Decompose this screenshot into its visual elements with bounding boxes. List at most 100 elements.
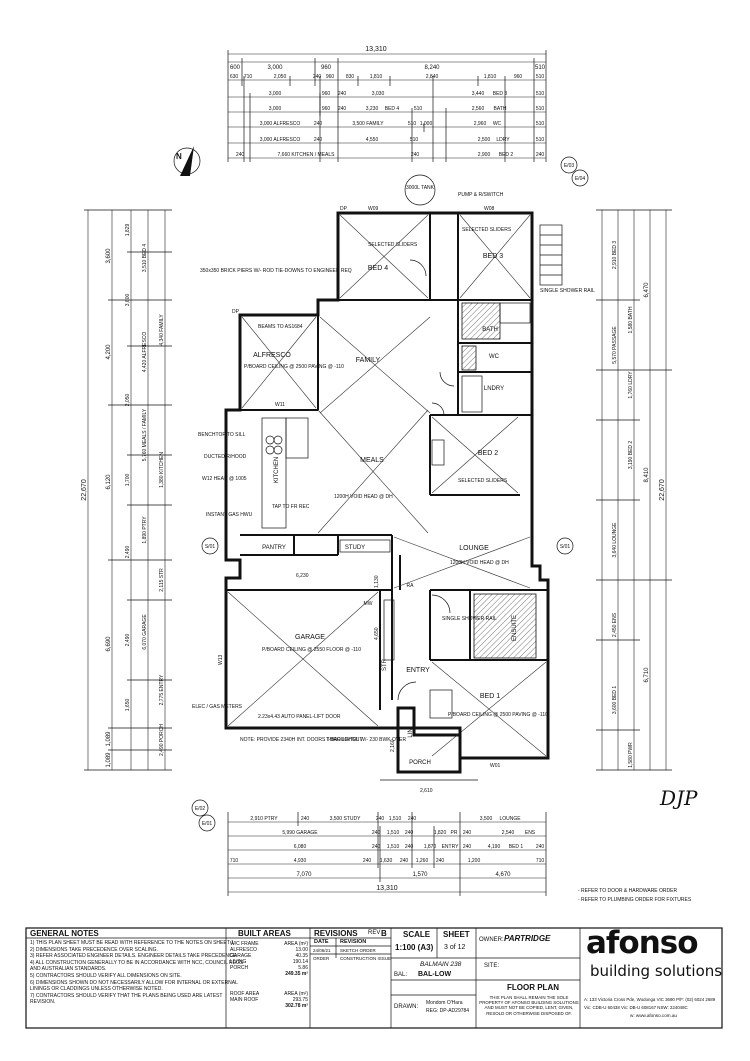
svg-text:SELECTED SLIDERS: SELECTED SLIDERS [458,478,508,484]
svg-text:1,570: 1,570 [412,872,428,878]
room-store: STR [382,658,388,671]
label-mw: MW [364,601,373,607]
svg-text:E/02: E/02 [195,806,206,812]
svg-text:1,829: 1,829 [125,224,131,237]
water-tank [404,174,436,206]
company-website: w: www.afonso.com.au [630,1013,677,1018]
svg-text:1,700: 1,700 [125,474,131,487]
svg-text:T-BAR LINTEL W/- 230 BWK OVER: T-BAR LINTEL W/- 230 BWK OVER [326,737,406,743]
svg-text:1,580 PWR: 1,580 PWR [628,742,634,768]
svg-text:3,500: 3,500 [480,816,493,822]
svg-text:3,000 ALFRESCO: 3,000 ALFRESCO [260,121,301,127]
svg-text:1200H VOID HEAD @ DH: 1200H VOID HEAD @ DH [334,494,393,500]
svg-text:P/BOARD CEILING @ 2500 PAVING: P/BOARD CEILING @ 2500 PAVING @ -110 [448,712,548,718]
svg-text:1,760 LDRY: 1,760 LDRY [628,371,634,399]
svg-text:240: 240 [363,858,372,864]
svg-text:P/BOARD CEILING @ 2500 PAVING: P/BOARD CEILING @ 2500 PAVING @ -110 [244,364,344,370]
svg-text:INSTANT GAS HWU: INSTANT GAS HWU [206,512,253,518]
top-overall-dim: 13,310 [365,46,387,53]
room-bath: BATH [482,327,498,333]
svg-text:1,510: 1,510 [389,816,402,822]
room-bed3: BED 3 [483,253,503,260]
svg-text:6,120: 6,120 [106,474,112,490]
svg-text:3,600 BED 1: 3,600 BED 1 [612,686,618,715]
company-logo: afonso [586,925,699,961]
sheet-title: SHEET [443,930,470,939]
svg-text:13,310: 13,310 [376,885,398,892]
svg-text:1,820: 1,820 [434,830,447,836]
room-entry: ENTRY [406,667,430,674]
svg-text:3,600: 3,600 [125,294,131,307]
svg-text:2,560: 2,560 [472,106,485,112]
top-dimensions: 13,310 600 3,000 960 8,240 510 630 710 2… [227,46,547,162]
svg-text:W12 HEAD @ 1005: W12 HEAD @ 1005 [202,476,247,482]
svg-text:960: 960 [514,74,523,80]
svg-text:3000L TANK: 3000L TANK [406,185,435,191]
general-notes-list: 1) THIS PLAN SHEET MUST BE READ WITH REF… [30,940,244,1006]
svg-text:3,440: 3,440 [472,91,485,97]
svg-text:6,470: 6,470 [644,282,650,298]
svg-text:4,340 FAMILY: 4,340 FAMILY [159,314,165,346]
svg-text:240: 240 [463,830,472,836]
svg-text:LOUNGE: LOUNGE [499,816,521,822]
svg-text:E/04: E/04 [575,176,586,182]
fixtures [261,224,563,719]
room-kitchen: KITCHEN [274,457,280,483]
room-meals: MEALS [360,457,384,464]
svg-text:1200H VOID HEAD @ DH: 1200H VOID HEAD @ DH [450,560,509,566]
svg-text:DP: DP [232,309,240,315]
svg-text:6,230: 6,230 [296,573,309,579]
svg-text:5,990 GARAGE: 5,990 GARAGE [282,830,318,836]
svg-text:ENTRY: ENTRY [442,844,460,850]
svg-text:240: 240 [536,844,545,850]
svg-text:6,710: 6,710 [644,667,650,683]
svg-text:SELECTED SLIDERS: SELECTED SLIDERS [462,227,512,233]
svg-text:3,230: 3,230 [366,106,379,112]
company-logo-subtitle: building solutions [590,962,723,980]
svg-text:1,510: 1,510 [387,844,400,850]
room-lounge: LOUNGE [459,545,489,552]
svg-text:960: 960 [322,91,331,97]
room-study: STUDY [345,545,365,551]
svg-text:PR: PR [451,830,458,836]
svg-text:240: 240 [372,830,381,836]
svg-text:S/01: S/01 [560,544,571,550]
svg-text:7,660 KITCHEN / MEALS: 7,660 KITCHEN / MEALS [278,152,336,158]
bottom-dimensions: 2,910 PTRY 240 3,500 STUDY 240 1,510 240… [227,812,547,896]
svg-text:630: 630 [230,74,239,80]
svg-text:240: 240 [236,152,245,158]
svg-text:2,910 PTRY: 2,910 PTRY [250,816,278,822]
svg-text:4,200: 4,200 [106,344,112,360]
svg-text:LDRY: LDRY [496,137,510,143]
left-dimensions: 22,670 3,600 4,200 6,120 6,690 1,089 1,0… [81,209,172,771]
svg-text:1,260: 1,260 [416,858,429,864]
svg-text:600: 600 [230,65,241,71]
svg-text:1,580 BATH: 1,580 BATH [628,306,634,333]
svg-text:PUMP & R/SWITCH: PUMP & R/SWITCH [458,192,504,198]
svg-text:W09: W09 [368,206,379,212]
svg-text:NOTE: PROVIDE 2340H INT. DOORS: NOTE: PROVIDE 2340H INT. DOORS THROUGHOU… [240,737,362,743]
svg-text:BED 1: BED 1 [509,844,524,850]
svg-text:2,050: 2,050 [274,74,287,80]
owner-name: PARTRIDGE [504,934,551,943]
svg-text:1,510: 1,510 [387,830,400,836]
svg-text:2,490: 2,490 [125,634,131,647]
svg-text:240: 240 [314,121,323,127]
signature: DJP [659,786,698,810]
room-diagonals [227,214,547,757]
svg-text:SINGLE SHOWER RAIL: SINGLE SHOWER RAIL [442,616,497,622]
svg-text:240: 240 [405,830,414,836]
svg-text:3,500 STUDY: 3,500 STUDY [330,816,362,822]
reg-number: REG: DP-AD29784 [426,1008,470,1014]
scale-value: 1:100 (A3) [395,943,434,952]
svg-text:2,840: 2,840 [426,74,439,80]
svg-text:960: 960 [321,65,332,71]
svg-text:710: 710 [244,74,253,80]
svg-text:960: 960 [322,106,331,112]
svg-text:22,670: 22,670 [81,479,88,501]
sheet-value: 3 of 12 [444,944,466,951]
svg-text:510: 510 [408,121,417,127]
room-alfresco: ALFRESCO [253,352,291,359]
svg-text:BED 2: BED 2 [499,152,514,158]
svg-text:1,200: 1,200 [468,858,481,864]
